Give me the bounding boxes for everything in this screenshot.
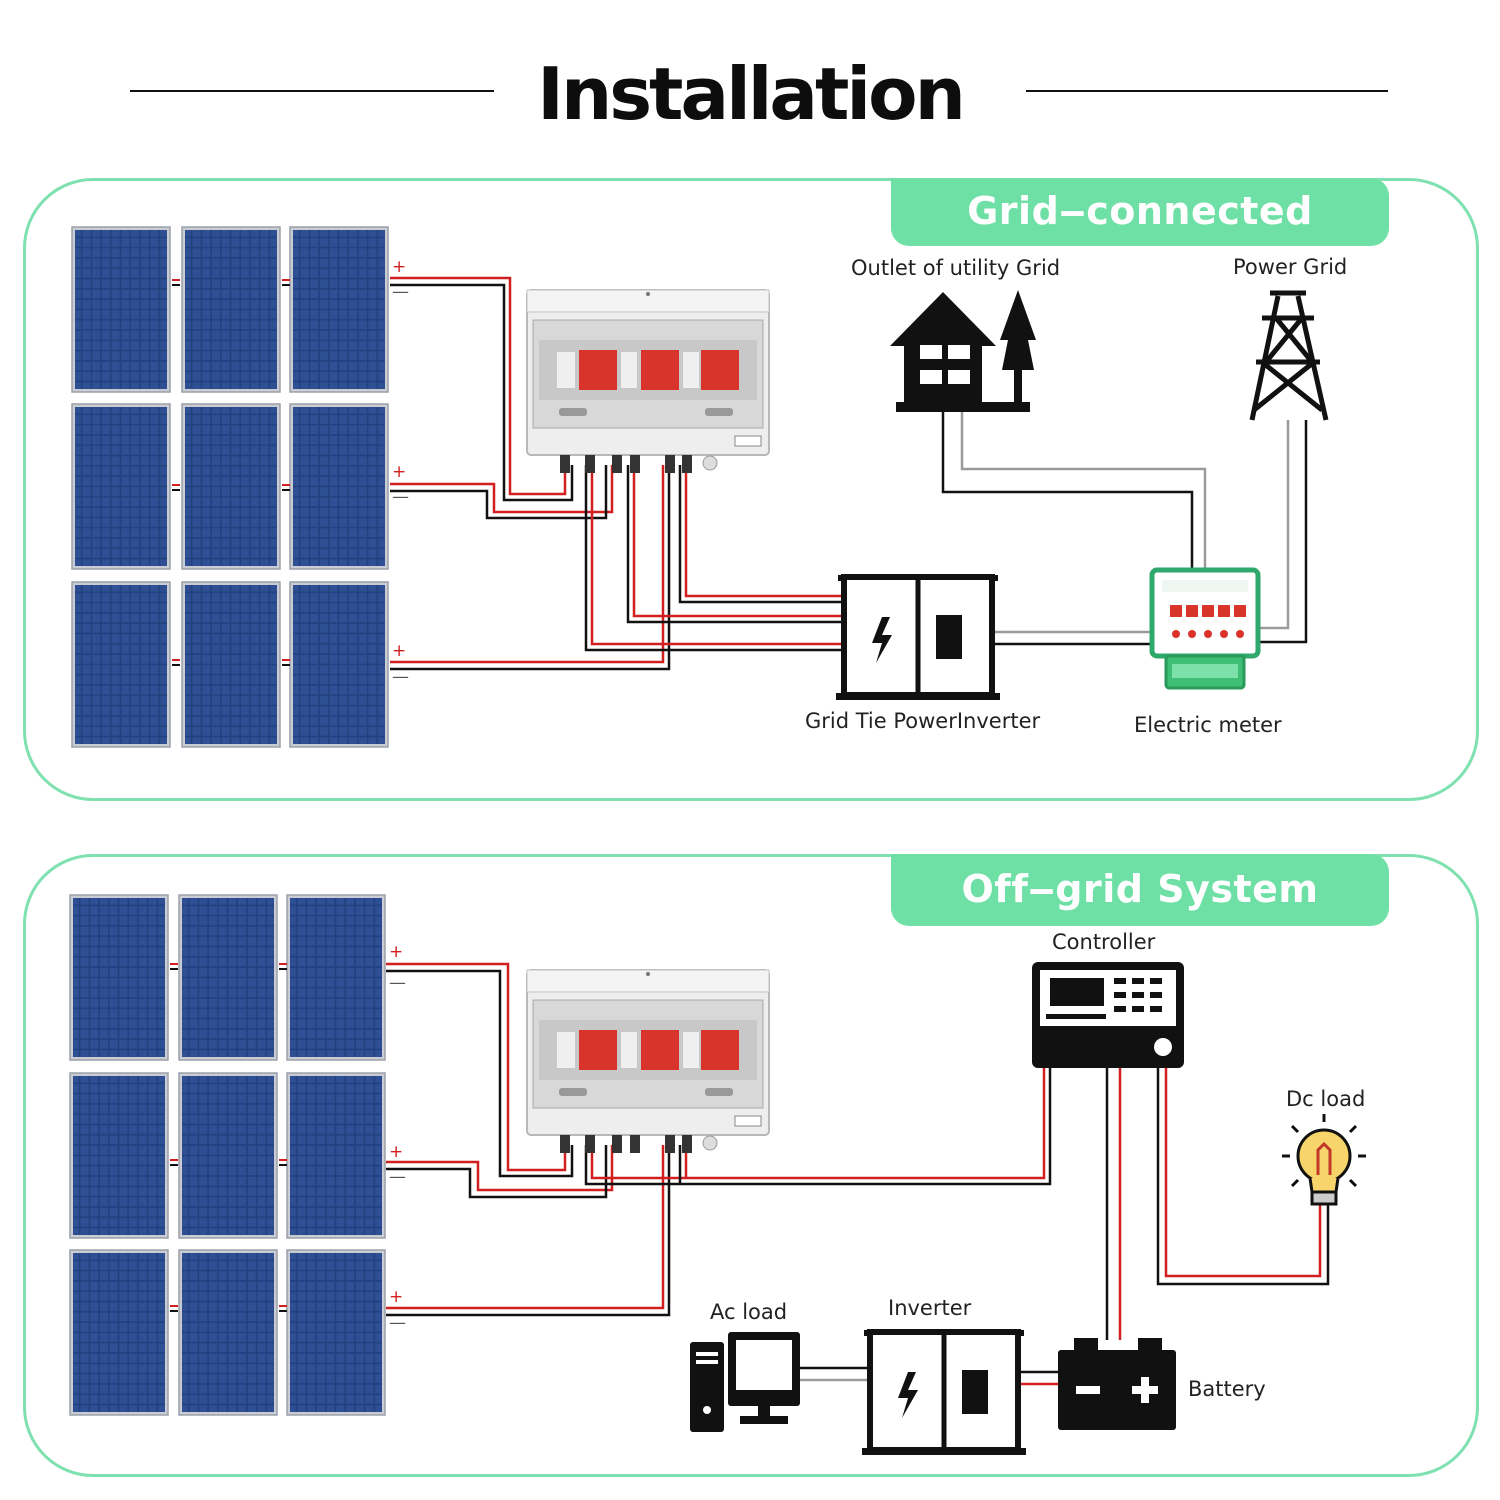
battery-icon — [1058, 1338, 1176, 1430]
solar-panel-icon — [286, 1249, 386, 1416]
svg-text:—: — — [392, 667, 409, 687]
svg-text:—: — — [389, 973, 406, 993]
offgrid-solar-array: + — + — + — — [69, 894, 406, 1416]
grid-wiring — [390, 276, 1308, 671]
svg-text:+: + — [392, 257, 406, 277]
combiner-box-icon — [526, 969, 770, 1154]
solar-panel-icon — [178, 1072, 278, 1239]
svg-text:+: + — [392, 462, 406, 482]
offgrid-system-tab: Off‒grid System — [891, 854, 1389, 926]
offgrid-inverter-label: Inverter — [888, 1296, 972, 1320]
svg-text:—: — — [392, 282, 409, 302]
inverter-icon — [862, 1330, 1026, 1455]
battery-label: Battery — [1188, 1377, 1266, 1401]
grid-inverter-label: Grid Tie PowerInverter — [805, 709, 1041, 733]
page-title: Installation — [537, 52, 966, 136]
solar-panel-icon — [69, 1072, 169, 1239]
combiner-box-icon — [526, 289, 770, 474]
outlet-label: Outlet of utility Grid — [851, 256, 1061, 280]
solar-panel-icon — [178, 1249, 278, 1416]
svg-text:+: + — [389, 1142, 403, 1162]
inverter-icon — [836, 575, 1000, 700]
bulb-icon — [1282, 1114, 1366, 1206]
grid-solar-array: +— +— +— — [71, 226, 409, 748]
svg-text:—: — — [389, 1313, 406, 1333]
solar-panel-icon — [289, 226, 389, 393]
offgrid-wiring — [386, 962, 1330, 1386]
house-icon — [890, 290, 1036, 412]
tower-icon — [1249, 290, 1329, 421]
solar-panel-icon — [71, 581, 171, 748]
svg-text:—: — — [389, 1167, 406, 1187]
title-rule-right — [1026, 90, 1388, 92]
solar-panel-icon — [69, 1249, 169, 1416]
solar-panel-icon — [181, 403, 281, 570]
solar-panel-icon — [286, 1072, 386, 1239]
power-grid-label: Power Grid — [1233, 255, 1348, 279]
grid-system-tab: Grid‒connected System — [891, 178, 1389, 299]
controller-icon — [1032, 962, 1184, 1068]
solar-panel-icon — [181, 581, 281, 748]
solar-panel-icon — [289, 403, 389, 570]
computer-icon — [690, 1332, 800, 1432]
solar-panel-icon — [178, 894, 278, 1061]
solar-panel-icon — [69, 894, 169, 1061]
electric-meter-label: Electric meter — [1134, 713, 1282, 737]
svg-text:+: + — [389, 942, 403, 962]
svg-text:+: + — [389, 1287, 403, 1307]
svg-text:+: + — [392, 641, 406, 661]
title-rule-left — [130, 90, 494, 92]
solar-panel-icon — [181, 226, 281, 393]
dc-load-label: Dc load — [1286, 1087, 1366, 1111]
solar-panel-icon — [71, 226, 171, 393]
controller-label: Controller — [1052, 930, 1156, 954]
solar-panel-icon — [289, 581, 389, 748]
solar-panel-icon — [286, 894, 386, 1061]
meter-icon — [1149, 567, 1261, 690]
solar-panel-icon — [71, 403, 171, 570]
ac-load-label: Ac load — [710, 1300, 788, 1324]
